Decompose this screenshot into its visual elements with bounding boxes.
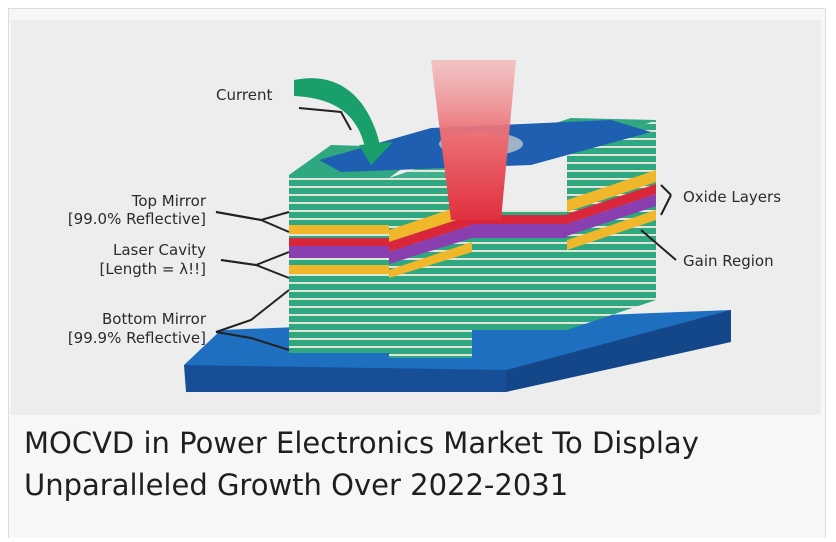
- label-oxide-layers: Oxide Layers: [683, 188, 781, 206]
- label-top-mirror: Top Mirror: [131, 192, 207, 210]
- laser-beam: [431, 60, 516, 220]
- leader-lines: [215, 107, 677, 351]
- current-arrow-icon: [294, 78, 393, 165]
- article-title-line-2[interactable]: Unparalleled Growth Over 2022-2031: [24, 468, 569, 502]
- label-current: Current: [216, 86, 272, 104]
- label-top-mirror-reflectivity: [99.0% Reflective]: [68, 210, 206, 228]
- article-title-line-1[interactable]: MOCVD in Power Electronics Market To Dis…: [24, 426, 699, 460]
- label-laser-cavity-length: [Length = λ!!]: [100, 260, 206, 278]
- vcsel-diagram: Current Top Mirror [99.0% Reflective] La…: [11, 20, 821, 415]
- label-bottom-mirror-reflectivity: [99.9% Reflective]: [68, 329, 206, 347]
- label-laser-cavity: Laser Cavity: [113, 241, 206, 259]
- label-bottom-mirror: Bottom Mirror: [102, 310, 207, 328]
- label-gain-region: Gain Region: [683, 252, 774, 270]
- article-title[interactable]: MOCVD in Power Electronics Market To Dis…: [24, 422, 804, 506]
